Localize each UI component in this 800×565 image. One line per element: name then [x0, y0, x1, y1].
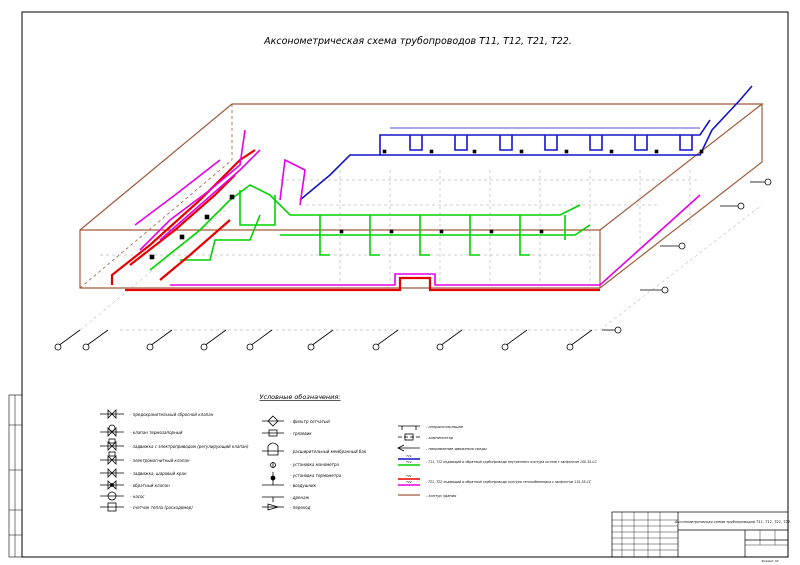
pipe-t11	[299, 85, 753, 201]
sheet-frame	[21, 11, 789, 558]
legend-item: - Т21, Т22 подающий и обратный трубопров…	[426, 480, 592, 484]
legend-col1-labels: - предохранительный сбросной клапан - кл…	[130, 412, 249, 510]
pipe-t21	[110, 149, 600, 292]
pipe-tag: Т11	[406, 454, 412, 458]
legend-heading: Условные обозначения:	[259, 393, 340, 401]
building-contour	[79, 103, 764, 289]
legend-item: - контур здания	[426, 494, 457, 498]
legend-item: - компенсатор	[426, 436, 454, 440]
axis-markers	[54, 178, 772, 351]
legend-item: - задвижка с электроприводом (регулирующ…	[130, 444, 249, 449]
legend-item: - счетчик тепла (расходомер)	[130, 505, 193, 510]
legend-col2-symbols	[262, 415, 284, 511]
stamp-format: Формат А3	[761, 559, 778, 563]
pipe-tag: Т21	[406, 474, 412, 478]
pipe-t12	[149, 184, 591, 271]
legend-item: - грязевик	[290, 431, 312, 436]
legend-item: - опорыскользящие	[426, 425, 464, 429]
legend-item: - расширительный мембранный бак	[290, 449, 367, 454]
legend-item: - задвижка, шаровый кран	[130, 471, 187, 476]
legend-item: - переход	[290, 505, 311, 510]
legend-item: - направление движения среды	[426, 447, 487, 451]
legend-item: - дренаж	[290, 495, 310, 500]
legend-item: - воздушник	[290, 483, 317, 488]
fitting-symbols	[149, 149, 704, 260]
pipe-t22	[134, 129, 701, 286]
legend-col1-symbols	[100, 409, 124, 512]
title-block	[611, 511, 789, 558]
pipe-tag: Т22	[406, 480, 412, 484]
binding-strip	[8, 394, 23, 558]
legend-item: - Т11, Т12 подающий и обратный трубопров…	[426, 460, 598, 464]
legend-item: - насос	[130, 494, 145, 499]
legend-col3-tags: Т11 Т12 Т21 Т22	[406, 454, 412, 484]
legend-item: - фильтр сетчатый	[290, 419, 330, 424]
interior-grid	[79, 170, 763, 331]
stamp-description: Аксонометрическая схема трубопроводов Т1…	[674, 520, 791, 524]
legend-col3-symbols	[397, 425, 420, 496]
legend-col2-labels: - фильтр сетчатый - грязевик - расширите…	[290, 419, 367, 510]
legend-item: - обратный клапан	[130, 483, 170, 488]
legend-col3-labels: - опорыскользящие - компенсатор - направ…	[426, 425, 598, 498]
drawing-title: Аксонометрическая схема трубопроводов Т1…	[263, 36, 572, 47]
legend-item: - предохранительный сбросной клапан	[130, 412, 214, 417]
legend-item: - установка манометра	[290, 462, 340, 467]
pipe-tag: Т12	[406, 460, 412, 464]
legend-item: - электромагнитный клапан	[130, 458, 190, 463]
legend-item: - установка термометра	[290, 473, 342, 478]
legend-item: - клапан термозапорный	[130, 430, 183, 435]
